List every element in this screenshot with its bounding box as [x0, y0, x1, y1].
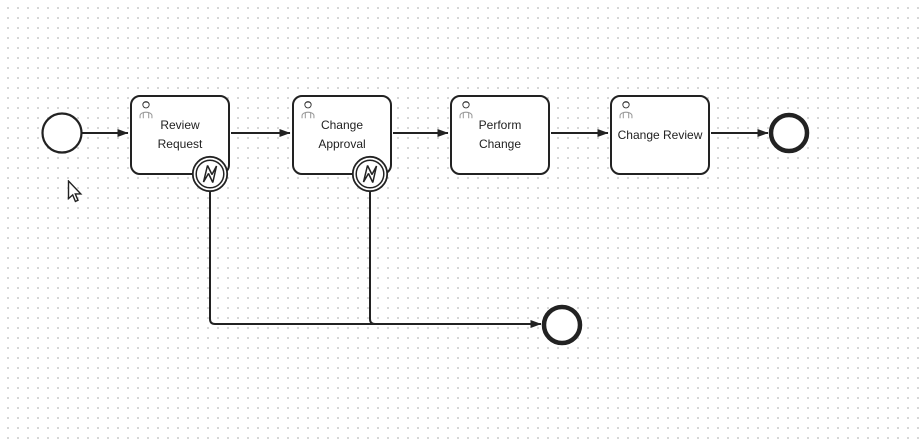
sequence-flow-boundary2-to-end[interactable]	[369, 191, 430, 325]
task-label: Review Request	[157, 118, 203, 151]
mouse-cursor	[67, 180, 83, 203]
end-event-error-path[interactable]	[541, 304, 583, 346]
user-icon	[301, 101, 315, 119]
error-lightning-icon	[202, 165, 218, 183]
start-event[interactable]	[41, 112, 83, 154]
boundary-error-event[interactable]	[350, 154, 390, 194]
task-label: Perform Change	[478, 118, 522, 151]
error-lightning-icon	[362, 165, 378, 183]
task-change-review[interactable]: Change Review	[610, 95, 710, 175]
user-icon	[619, 101, 633, 119]
task-perform-change[interactable]: Perform Change	[450, 95, 550, 175]
boundary-error-event[interactable]	[190, 154, 230, 194]
task-label: Change Approval	[318, 118, 366, 151]
user-icon	[459, 101, 473, 119]
end-event[interactable]	[768, 112, 810, 154]
sequence-flow-boundary1-to-end[interactable]	[209, 191, 542, 328]
user-icon	[139, 101, 153, 119]
task-label: Change Review	[617, 127, 703, 142]
